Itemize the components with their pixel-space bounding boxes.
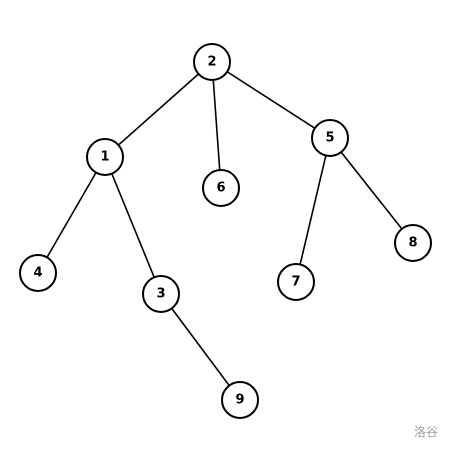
edge-3-9	[160, 293, 241, 401]
node-circle	[311, 119, 349, 157]
node-2: 2	[193, 43, 231, 81]
node-label: 3	[156, 287, 165, 302]
node-label: 9	[235, 393, 244, 408]
node-8: 8	[394, 224, 432, 262]
node-label: 6	[216, 181, 225, 196]
edge-5-8	[329, 137, 414, 244]
node-circle	[142, 275, 180, 313]
node-circle	[221, 381, 259, 419]
node-label: 5	[325, 131, 334, 146]
node-9: 9	[221, 381, 259, 419]
edge-2-6	[211, 61, 222, 189]
node-circle	[193, 43, 231, 81]
node-label: 8	[408, 236, 417, 251]
node-7: 7	[277, 263, 315, 301]
node-4: 4	[19, 254, 57, 292]
edge-2-5	[211, 61, 331, 139]
node-label: 4	[33, 266, 42, 281]
nodes-layer: 1 2 3 4 5 6 7 8 9	[19, 43, 432, 419]
edge-1-3	[104, 156, 162, 295]
node-5: 5	[311, 119, 349, 157]
node-circle	[394, 224, 432, 262]
edge-5-7	[295, 137, 331, 283]
node-label: 2	[207, 55, 216, 70]
node-circle	[19, 254, 57, 292]
node-label: 7	[291, 275, 300, 290]
node-label: 1	[100, 150, 109, 165]
node-6: 6	[202, 169, 240, 207]
edges-layer	[37, 61, 414, 401]
luogu-watermark: 洛谷	[413, 425, 438, 439]
node-circle	[86, 138, 124, 176]
node-1: 1	[86, 138, 124, 176]
node-3: 3	[142, 275, 180, 313]
edge-1-4	[37, 156, 106, 274]
node-circle	[277, 263, 315, 301]
edge-2-1	[104, 61, 213, 158]
node-circle	[202, 169, 240, 207]
